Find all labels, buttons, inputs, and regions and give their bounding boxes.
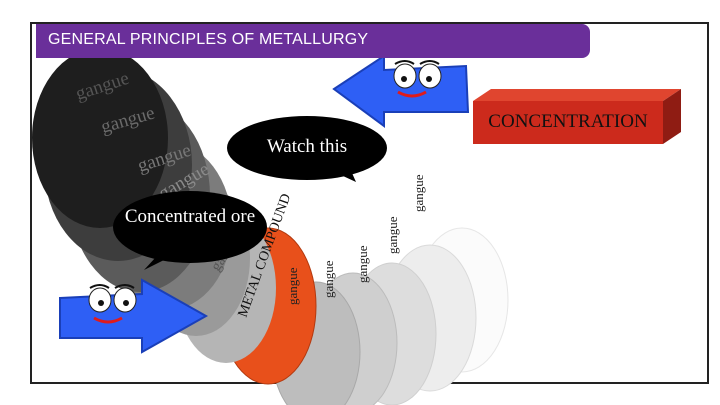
gangue-label: gangue bbox=[411, 174, 426, 212]
watch-this-text: Watch this bbox=[266, 136, 348, 157]
gangue-layer-11 bbox=[32, 48, 168, 228]
concentrated-ore-text: Concentrated ore bbox=[124, 206, 256, 227]
concentration-label: CONCENTRATION bbox=[488, 111, 648, 132]
gangue-label: gangue bbox=[355, 245, 370, 283]
concentration-box bbox=[473, 89, 681, 144]
gangue-label: gangue bbox=[385, 216, 400, 254]
ore-layers bbox=[32, 48, 509, 405]
gangue-label: gangue bbox=[285, 267, 300, 305]
page-title: GENERAL PRINCIPLES OF METALLURGY bbox=[48, 31, 369, 48]
concentrated-ore-bubble bbox=[113, 191, 267, 270]
gangue-label: gangue bbox=[321, 260, 336, 298]
arrow-mascot-icon bbox=[332, 54, 470, 128]
watch-bubble bbox=[227, 116, 387, 182]
arrow-mascot-icon bbox=[59, 278, 209, 354]
title-banner: GENERAL PRINCIPLES OF METALLURGY bbox=[36, 24, 590, 58]
